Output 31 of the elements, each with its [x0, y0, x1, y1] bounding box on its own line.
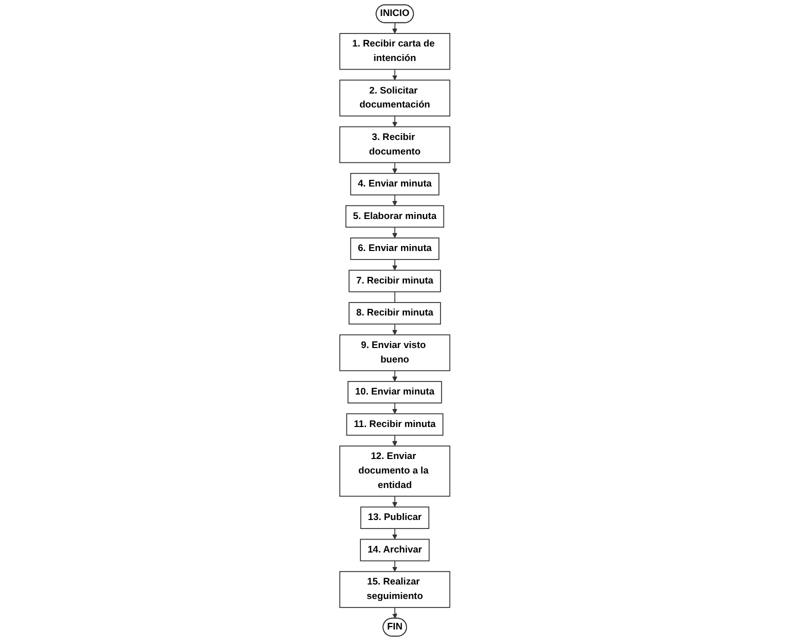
arrow [392, 162, 398, 174]
node-box: 4. Enviar minuta [350, 172, 440, 196]
node-box: 5. Elaborar minuta [346, 205, 444, 228]
arrow [392, 22, 398, 34]
connector [394, 291, 396, 304]
node-box: 9. Enviar visto bueno [340, 334, 450, 372]
arrow [392, 226, 398, 238]
arrow [392, 560, 398, 572]
arrow [392, 370, 398, 382]
arrow [392, 68, 398, 80]
arrow [392, 116, 398, 128]
node-box: 14. Archivar [360, 538, 430, 562]
arrow [392, 259, 398, 271]
arrow [392, 324, 398, 336]
arrow [392, 434, 398, 446]
arrow [392, 496, 398, 508]
node-box: 3. Recibir documento [340, 126, 450, 164]
node-box: 11. Recibir minuta [346, 413, 444, 436]
node-box: 13. Publicar [360, 506, 430, 530]
arrow [392, 194, 398, 206]
node-box: 7. Recibir minuta [348, 270, 442, 292]
node-box: 1. Recibir carta de intención [340, 33, 450, 70]
arrow [392, 528, 398, 540]
node-box: 8. Recibir minuta [348, 302, 442, 325]
node-box: 10. Enviar minuta [348, 381, 442, 404]
node-box: 12. Enviar documento a la entidad [340, 446, 450, 497]
node-box: 6. Enviar minuta [350, 238, 440, 260]
arrow [392, 402, 398, 414]
arrow [392, 607, 398, 619]
node-box: 15. Realizar seguimiento [340, 571, 450, 608]
node-box: 2. Solicitar documentación [340, 80, 450, 116]
